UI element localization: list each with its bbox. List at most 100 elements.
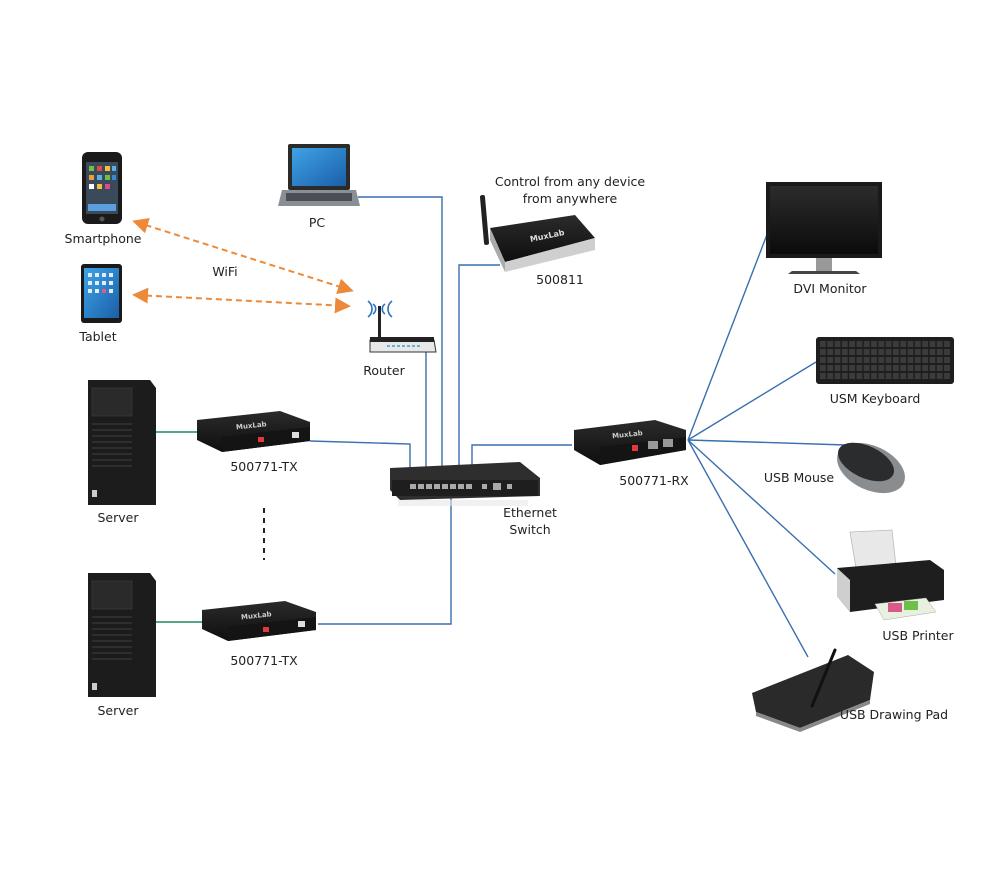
keyboard-key [944,373,950,379]
receiver-icon[interactable]: MuxLab [574,420,686,465]
keyboard-key [841,365,848,371]
monitor-label: DVI Monitor [793,281,867,296]
smartphone-icon[interactable] [82,152,122,224]
tablet-label: Tablet [79,329,117,344]
ethernet-switch-icon[interactable] [390,462,540,506]
keyboard-key [841,357,848,363]
keyboard-key [893,357,899,363]
link-rx-printer [687,439,836,575]
keyboard-key [900,373,907,379]
keyboard-key [863,365,870,371]
keyboard-key [878,341,885,347]
router-label: Router [363,363,405,378]
monitor-icon[interactable] [766,182,882,274]
keyboard-key [841,341,848,347]
links [132,196,847,658]
link-tx2-switch [318,488,452,625]
transmitter-icon[interactable]: MuxLab [202,601,316,641]
keyboard-key [922,373,928,379]
keyboard-key [863,373,870,379]
keyboard-key [849,341,855,347]
link-tx1-switch [309,440,411,470]
keyboard-key [871,357,877,363]
tx1-label: 500771-TX [230,459,298,474]
keyboard-key [878,373,885,379]
keyboard-key [914,357,921,363]
controller-caption-line1: Control from any device [494,174,646,189]
keyboard-key [893,341,899,347]
keyboard-key [834,349,841,355]
rx-label: 500771-RX [619,473,689,488]
keyboard-key [871,341,877,347]
transmitter-icon[interactable]: MuxLab [197,411,310,452]
keyboard-key [914,341,921,347]
tablet-icon[interactable] [81,264,122,323]
keyboard-key [871,365,877,371]
keyboard-key [856,365,863,371]
mouse-icon[interactable] [829,433,913,503]
keyboard-key [936,341,943,347]
keyboard-key [863,357,870,363]
keyboard-key [878,349,885,355]
keyboard-key [849,357,855,363]
keyboard-key [914,365,921,371]
keyboard-key [856,373,863,379]
keyboard-icon[interactable] [816,337,954,384]
keyboard-key [827,357,834,363]
keyboard-key [944,365,950,371]
svg-text:MuxLab: MuxLab [236,420,267,431]
keyboard-key [827,365,834,371]
keyboard-key [907,373,914,379]
pc-label: PC [308,215,326,230]
server1-label: Server [97,510,139,525]
keyboard-key [944,341,950,347]
keyboard-key [856,341,863,347]
keyboard-key [900,365,907,371]
keyboard-key [936,349,943,355]
drawing-pad-label: USB Drawing Pad [839,707,949,722]
keyboard-key [907,341,914,347]
keyboard-key [863,349,870,355]
keyboard-key [893,373,899,379]
keyboard-key [885,373,892,379]
keyboard-key [929,349,936,355]
keyboard-key [922,357,928,363]
keyboard-key [878,357,885,363]
keyboard-key [820,349,826,355]
keyboard-key [827,373,834,379]
wifi-label: WiFi [212,264,238,279]
server-tower-icon[interactable] [88,380,156,505]
svg-text:MuxLab: MuxLab [612,429,643,440]
keyboard-key [856,349,863,355]
switch-label-line1: Ethernet [503,505,557,520]
keyboard-key [871,349,877,355]
keyboard-key [834,365,841,371]
keyboard-key [929,357,936,363]
mouse-label: USB Mouse [763,470,835,485]
keyboard-key [893,349,899,355]
network-controller-icon[interactable]: MuxLab [479,195,595,272]
svg-text:MuxLab: MuxLab [241,610,272,621]
keyboard-key [849,365,855,371]
keyboard-key [885,349,892,355]
keyboard-key [944,349,950,355]
keyboard-key [936,373,943,379]
keyboard-key [900,341,907,347]
keyboard-key [841,349,848,355]
wifi-link-tablet [132,287,351,314]
keyboard-key [827,349,834,355]
keyboard-key [900,349,907,355]
drawing-pad-icon[interactable] [752,648,874,732]
keyboard-key [820,373,826,379]
laptop-icon[interactable] [278,144,360,206]
printer-icon[interactable] [837,529,944,621]
keyboard-key [820,365,826,371]
keyboard-key [827,341,834,347]
link-rx-drawing-pad [687,439,809,658]
keyboard-key [885,357,892,363]
switch-label-line2: Switch [509,522,551,537]
keyboard-key [907,349,914,355]
router-icon[interactable] [367,300,437,353]
server-tower-icon[interactable] [88,573,156,697]
keyboard-key [893,365,899,371]
